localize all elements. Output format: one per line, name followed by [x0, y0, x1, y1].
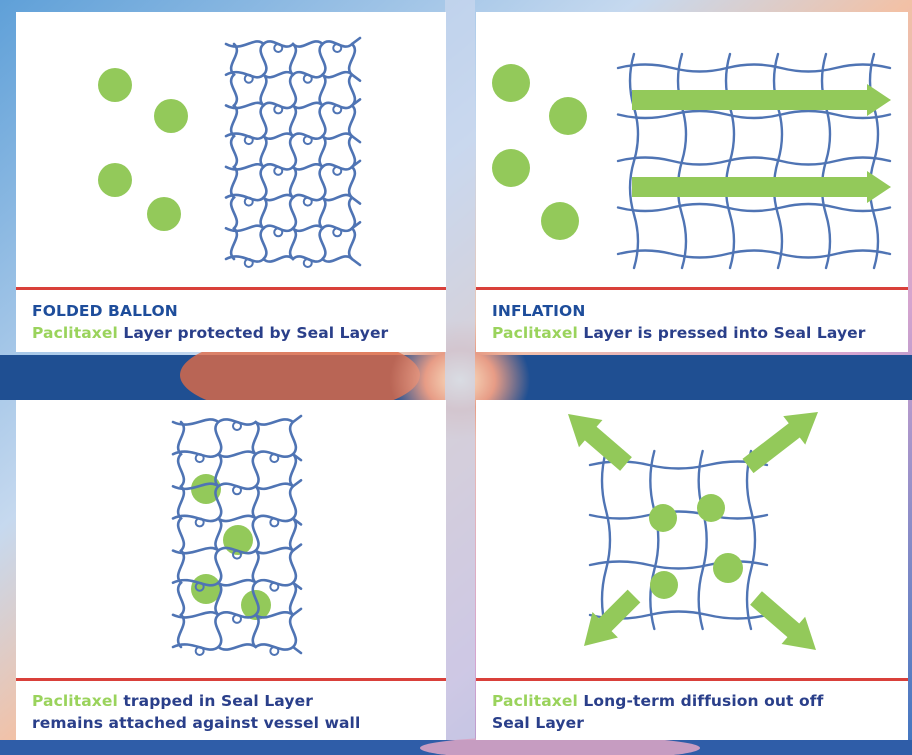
panel-description: Layer is pressed into Seal Layer [578, 324, 866, 342]
arrow-shape [744, 584, 828, 663]
drug-particle-icon [713, 553, 743, 583]
panel-description: trapped in Seal Layer [118, 692, 313, 710]
drug-particle-icon [492, 64, 530, 102]
panel-divider [16, 678, 446, 681]
panel-description-line2: remains attached against vessel wall [32, 714, 360, 732]
seal-mesh-strand [618, 111, 890, 118]
panel-title: INFLATION [492, 300, 898, 322]
drug-particle-icon [492, 149, 530, 187]
seal-mesh-strand [650, 451, 658, 629]
drug-name: Paclitaxel [492, 692, 578, 710]
trapped-illustration [16, 400, 446, 740]
drug-particle-icon [154, 99, 188, 133]
seal-mesh-strand [231, 44, 237, 259]
arrow-shape [632, 171, 891, 203]
panel-caption: Paclitaxel Long-term diffusion out off S… [492, 690, 898, 734]
seal-mesh-strand [590, 512, 767, 519]
panel-inflation: INFLATION Paclitaxel Layer is pressed in… [476, 12, 908, 352]
panel-folded-balloon: FOLDED BALLON Paclitaxel Layer protected… [16, 12, 446, 352]
drug-particle-icon [649, 504, 677, 532]
drug-particle-icon [98, 163, 132, 197]
panel-trapped: Paclitaxel trapped in Seal Layer remains… [16, 400, 446, 740]
panel-description: Layer protected by Seal Layer [118, 324, 388, 342]
drug-particle-icon [697, 494, 725, 522]
drug-particle-icon [541, 202, 579, 240]
seal-mesh-strand [699, 451, 707, 629]
seal-mesh-strand [630, 54, 638, 268]
arrow-icon [737, 400, 829, 480]
seal-mesh-strand [870, 54, 878, 268]
panel-caption: Paclitaxel trapped in Seal Layer remains… [32, 690, 436, 734]
arrow-icon [744, 584, 828, 663]
panel-caption: FOLDED BALLON Paclitaxel Layer protected… [32, 300, 436, 344]
drug-particle-icon [549, 97, 587, 135]
panel-divider [16, 287, 446, 290]
drug-name: Paclitaxel [32, 324, 118, 342]
seal-mesh-strand [618, 158, 890, 165]
drug-name: Paclitaxel [492, 324, 578, 342]
drug-particle-icon [98, 68, 132, 102]
panel-caption: INFLATION Paclitaxel Layer is pressed in… [492, 300, 898, 344]
arrow-shape [632, 84, 891, 116]
seal-mesh-strand [173, 609, 301, 618]
arrow-icon [571, 583, 646, 658]
seal-mesh-strand [173, 452, 301, 461]
arrow-shape [737, 400, 829, 480]
panel-description-line2: Seal Layer [492, 714, 584, 732]
seal-mesh-strand [602, 451, 610, 629]
panel-description: Long-term diffusion out off [578, 692, 824, 710]
seal-mesh-strand [173, 644, 301, 653]
drug-particle-icon [147, 197, 181, 231]
panel-diffusion: Paclitaxel Long-term diffusion out off S… [476, 400, 908, 740]
arrow-icon [556, 400, 638, 477]
seal-mesh-strand [822, 54, 830, 268]
seal-mesh-strand [173, 416, 301, 425]
arrow-shape [571, 583, 646, 658]
drug-name: Paclitaxel [32, 692, 118, 710]
diffusion-illustration [476, 400, 908, 740]
panel-divider [476, 678, 908, 681]
seal-mesh-strand [618, 251, 890, 258]
seal-mesh-strand [173, 516, 301, 525]
seal-mesh-strand [618, 204, 890, 211]
panel-divider [476, 287, 908, 290]
seal-mesh-strand [618, 65, 890, 72]
drug-particle-icon [650, 571, 678, 599]
seal-mesh-strand [678, 54, 686, 268]
panel-title: FOLDED BALLON [32, 300, 436, 322]
arrow-icon [632, 171, 891, 203]
arrow-icon [632, 84, 891, 116]
seal-mesh-strand [178, 422, 184, 647]
arrow-shape [556, 400, 638, 477]
